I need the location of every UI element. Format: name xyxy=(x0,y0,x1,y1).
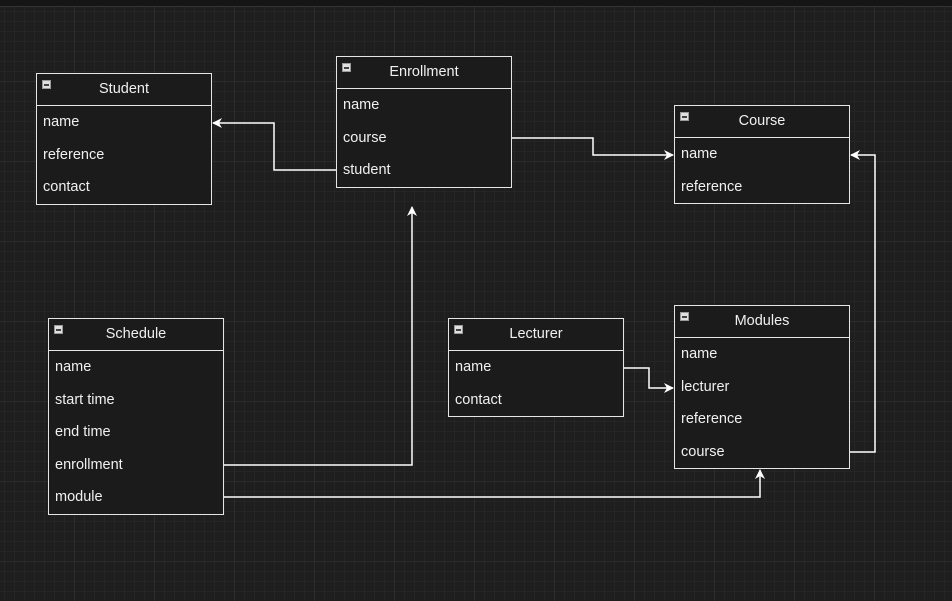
entity-modules-header[interactable]: Modules xyxy=(675,306,849,338)
entity-schedule[interactable]: Schedule name start time end time enroll… xyxy=(48,318,224,515)
entity-course[interactable]: Course name reference xyxy=(674,105,850,204)
entity-student[interactable]: Student name reference contact xyxy=(36,73,212,205)
connector-modules-course-to-course[interactable] xyxy=(849,150,876,453)
entity-enrollment-field-student[interactable]: student xyxy=(343,162,391,178)
connector-enrollment-student-to-student[interactable] xyxy=(212,118,337,171)
entity-modules[interactable]: Modules name lecturer reference course xyxy=(674,305,850,469)
entity-schedule-field-module[interactable]: module xyxy=(55,489,103,505)
entity-enrollment-field-course[interactable]: course xyxy=(343,129,387,146)
entity-schedule-field-enrollment[interactable]: enrollment xyxy=(55,456,123,473)
entity-course-header[interactable]: Course xyxy=(675,106,849,138)
entity-enrollment-field-name[interactable]: name xyxy=(343,97,380,113)
collapse-icon[interactable] xyxy=(342,63,351,72)
collapse-icon[interactable] xyxy=(54,325,63,334)
entity-modules-field-course[interactable]: course xyxy=(681,443,725,460)
entity-course-field-reference[interactable]: reference xyxy=(681,178,743,195)
entity-enrollment[interactable]: Enrollment name course student xyxy=(336,56,512,188)
entity-schedule-field-end-time[interactable]: end time xyxy=(55,424,111,440)
entity-course-title: Course xyxy=(738,113,786,129)
entity-enrollment-header[interactable]: Enrollment xyxy=(337,57,511,89)
entity-schedule-title: Schedule xyxy=(105,326,167,342)
entity-modules-field-name[interactable]: name xyxy=(681,346,718,362)
entity-modules-title: Modules xyxy=(734,313,790,329)
entity-student-title: Student xyxy=(99,81,149,97)
entity-modules-field-reference[interactable]: reference xyxy=(681,411,743,427)
entity-schedule-header[interactable]: Schedule xyxy=(49,319,223,351)
collapse-icon[interactable] xyxy=(42,80,51,89)
entity-student-field-contact[interactable]: contact xyxy=(43,179,90,195)
entity-lecturer-field-contact[interactable]: contact xyxy=(455,391,502,408)
entity-modules-field-lecturer[interactable]: lecturer xyxy=(681,378,730,395)
entity-schedule-field-name[interactable]: name xyxy=(55,359,92,375)
entity-lecturer[interactable]: Lecturer name contact xyxy=(448,318,624,417)
collapse-icon[interactable] xyxy=(680,312,689,321)
entity-student-header[interactable]: Student xyxy=(37,74,211,106)
entity-schedule-field-start-time[interactable]: start time xyxy=(55,391,115,408)
entity-enrollment-title: Enrollment xyxy=(389,64,459,80)
entity-lecturer-field-name[interactable]: name xyxy=(455,359,492,375)
collapse-icon[interactable] xyxy=(680,112,689,121)
entity-lecturer-header[interactable]: Lecturer xyxy=(449,319,623,351)
collapse-icon[interactable] xyxy=(454,325,463,334)
connector-lecturer-name-to-modules-lecturer[interactable] xyxy=(624,367,674,393)
connector-enrollment-course-to-course[interactable] xyxy=(511,137,674,160)
connector-schedule-enrollment-to-enrollment[interactable] xyxy=(224,206,417,466)
entity-student-field-reference[interactable]: reference xyxy=(43,146,105,163)
connector-schedule-module-to-modules[interactable] xyxy=(224,469,765,498)
entity-course-field-name[interactable]: name xyxy=(681,146,718,162)
entity-lecturer-title: Lecturer xyxy=(509,326,563,342)
top-toolbar-strip xyxy=(0,0,952,7)
entity-student-field-name[interactable]: name xyxy=(43,114,80,130)
